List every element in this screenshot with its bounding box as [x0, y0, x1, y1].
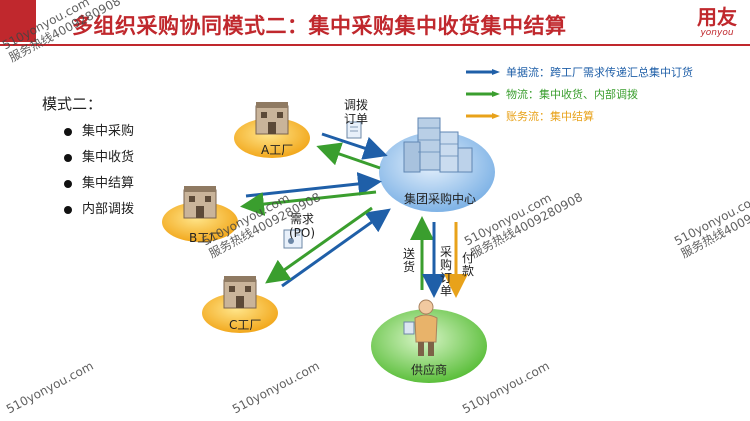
bullet-item: 内部调拨: [62, 200, 134, 226]
requisition-label-line: (PO): [288, 226, 316, 240]
purchase-order-label-char: 采: [439, 245, 452, 259]
orange-arrow-icon: [466, 113, 500, 119]
factory-c-label: C工厂: [229, 318, 262, 332]
factory-b-label: B工厂: [189, 231, 222, 245]
legend-logistics-flow-text: 物流：集中收货、内部调拨: [506, 88, 638, 101]
purchase-order-label-char: 单: [439, 284, 452, 298]
bullet-item: 集中收货: [62, 148, 134, 174]
mode-title: 模式二：: [42, 95, 103, 113]
supplier-person-icon: [403, 299, 438, 356]
yonyou-logo: 用友 yonyou: [692, 6, 742, 38]
green-arrow-icon: [466, 91, 500, 97]
factory-b-building-icon: [183, 186, 217, 219]
title-rule: [0, 44, 750, 46]
transfer-order-label-line: 订单: [343, 112, 368, 126]
bullet-item: 集中结算: [62, 174, 134, 200]
arrow-center-to-c-goods: [265, 206, 373, 284]
factory-a-building-icon: [255, 102, 289, 135]
purchase-order-label-char: 订: [439, 271, 452, 285]
factory-a-label: A工厂: [261, 143, 294, 157]
requisition-label-line: 需求: [289, 212, 314, 226]
purchase-order-label: 采 购 订 单: [439, 246, 453, 298]
logo-text-en: yonyou: [700, 28, 734, 38]
delivery-label-char: 货: [402, 260, 415, 274]
bullet-item: 集中采购: [62, 122, 134, 148]
office-buildings-icon: [403, 117, 473, 173]
transfer-order-label: 调拨 订单: [343, 98, 369, 126]
delivery-label-char: 送: [402, 247, 415, 261]
legend-document-flow-text: 单据流：跨工厂需求传递汇总集中订货: [506, 66, 693, 79]
requisition-document-icon: [283, 229, 303, 249]
requisition-label: 需求 (PO): [282, 212, 322, 240]
arrow-b-to-center-doc: [245, 171, 382, 198]
factory-a-ellipse: [234, 118, 310, 158]
title-accent-bar: [0, 0, 36, 42]
delivery-label: 送 货: [402, 248, 416, 274]
transfer-order-document-icon: [346, 121, 362, 139]
transfer-order-label-line: 调拨: [343, 98, 368, 112]
slide-title: 多组织采购协同模式二：集中采购集中收货集中结算: [72, 14, 567, 38]
payment-label-char: 款: [461, 264, 474, 278]
arrow-a-to-center-doc: [321, 132, 388, 160]
center-label: 集团采购中心: [404, 192, 477, 206]
mode-bullet-list: 集中采购 集中收货 集中结算 内部调拨: [62, 122, 134, 226]
purchase-order-label-char: 购: [439, 258, 452, 272]
blue-arrow-icon: [466, 69, 500, 75]
payment-label: 付 款: [461, 252, 475, 278]
arrow-c-to-center-doc: [281, 208, 391, 288]
legend-finance-flow-text: 账务流：集中结算: [506, 110, 594, 123]
factory-c-ellipse: [202, 293, 278, 333]
arrow-center-to-a-goods: [316, 142, 381, 170]
arrow-center-to-b-goods: [240, 190, 377, 217]
logo-text-cn: 用友: [697, 5, 737, 29]
supplier-label: 供应商: [411, 363, 448, 377]
payment-label-char: 付: [461, 251, 474, 265]
factory-c-building-icon: [223, 276, 257, 309]
factory-b-ellipse: [162, 202, 238, 242]
